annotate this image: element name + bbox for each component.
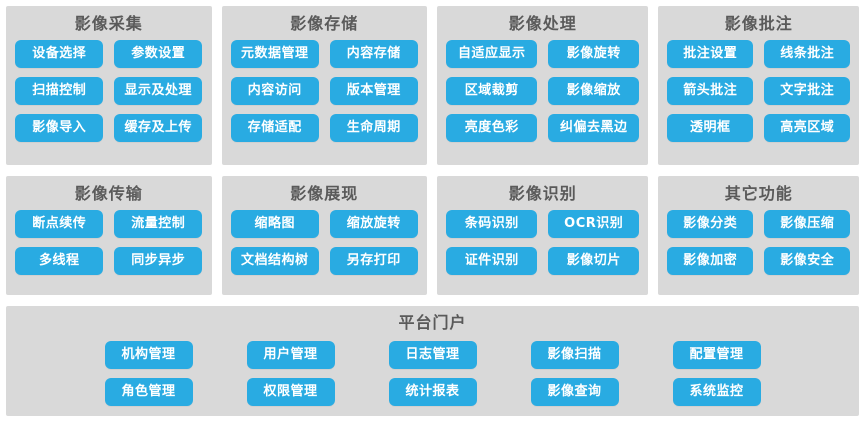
button-barcode-recognition[interactable]: 条码识别: [446, 210, 538, 238]
button-grid: 影像分类 影像压缩 影像加密 影像安全: [666, 210, 851, 275]
button-statistics-report[interactable]: 统计报表: [388, 378, 477, 406]
button-ocr-recognition[interactable]: OCR识别: [548, 210, 640, 238]
panel-image-recognition: 影像识别 条码识别 OCR识别 证件识别 影像切片: [437, 176, 649, 295]
button-thumbnail[interactable]: 缩略图: [230, 210, 319, 238]
button-resume-transfer[interactable]: 断点续传: [15, 210, 104, 238]
button-document-structure-tree[interactable]: 文档结构树: [230, 247, 319, 275]
panel-image-annotation: 影像批注 批注设置 线条批注 箭头批注 文字批注 透明框 高亮区域: [658, 6, 859, 165]
panel-title: 影像识别: [508, 184, 577, 203]
button-version-management[interactable]: 版本管理: [329, 77, 418, 105]
button-user-management[interactable]: 用户管理: [246, 341, 335, 369]
button-image-scan[interactable]: 影像扫描: [530, 341, 619, 369]
button-cache-and-upload[interactable]: 缓存及上传: [114, 114, 203, 142]
panel-title: 其它功能: [724, 184, 793, 203]
button-storage-adaptation[interactable]: 存储适配: [230, 114, 319, 142]
button-image-query[interactable]: 影像查询: [530, 378, 619, 406]
button-arrow-annotation[interactable]: 箭头批注: [667, 77, 754, 105]
panel-platform-portal: 平台门户 机构管理 角色管理 用户管理 权限管理 日志管理 统计报表 影像扫描 …: [6, 306, 859, 416]
portal-column-log: 日志管理 统计报表: [388, 341, 477, 406]
button-adaptive-display[interactable]: 自适应显示: [446, 40, 538, 68]
button-content-storage[interactable]: 内容存储: [329, 40, 418, 68]
panel-image-capture: 影像采集 设备选择 参数设置 扫描控制 显示及处理 影像导入 缓存及上传: [6, 6, 212, 165]
button-permission-management[interactable]: 权限管理: [246, 378, 335, 406]
button-grid: 条码识别 OCR识别 证件识别 影像切片: [445, 210, 640, 275]
panel-row-1: 影像采集 设备选择 参数设置 扫描控制 显示及处理 影像导入 缓存及上传 影像存…: [0, 6, 865, 165]
button-region-crop[interactable]: 区域裁剪: [446, 77, 538, 105]
portal-column-organization: 机构管理 角色管理: [104, 341, 193, 406]
button-brightness-color[interactable]: 亮度色彩: [446, 114, 538, 142]
button-organization-management[interactable]: 机构管理: [104, 341, 193, 369]
panel-title: 影像传输: [74, 184, 143, 203]
button-device-select[interactable]: 设备选择: [15, 40, 104, 68]
button-image-encryption[interactable]: 影像加密: [667, 247, 754, 275]
button-sync-async[interactable]: 同步异步: [114, 247, 203, 275]
panel-image-processing: 影像处理 自适应显示 影像旋转 区域裁剪 影像缩放 亮度色彩 纠偏去黑边: [437, 6, 649, 165]
panel-row-3: 平台门户 机构管理 角色管理 用户管理 权限管理 日志管理 统计报表 影像扫描 …: [0, 306, 865, 416]
button-grid: 自适应显示 影像旋转 区域裁剪 影像缩放 亮度色彩 纠偏去黑边: [445, 40, 640, 142]
button-lifecycle[interactable]: 生命周期: [329, 114, 418, 142]
panel-row-2: 影像传输 断点续传 流量控制 多线程 同步异步 影像展现 缩略图 缩放旋转 文档…: [0, 176, 865, 295]
panel-title: 平台门户: [398, 313, 467, 332]
button-multithreading[interactable]: 多线程: [15, 247, 104, 275]
panel-title: 影像采集: [74, 14, 143, 33]
button-image-slicing[interactable]: 影像切片: [548, 247, 640, 275]
panel-title: 影像展现: [290, 184, 359, 203]
button-grid: 元数据管理 内容存储 内容访问 版本管理 存储适配 生命周期: [230, 40, 420, 142]
button-highlight-region[interactable]: 高亮区域: [764, 114, 851, 142]
button-metadata-management[interactable]: 元数据管理: [230, 40, 319, 68]
panel-image-storage: 影像存储 元数据管理 内容存储 内容访问 版本管理 存储适配 生命周期: [221, 6, 427, 165]
button-zoom-rotate[interactable]: 缩放旋转: [329, 210, 418, 238]
portal-button-columns: 机构管理 角色管理 用户管理 权限管理 日志管理 统计报表 影像扫描 影像查询 …: [6, 341, 859, 406]
panel-title: 影像批注: [724, 14, 793, 33]
button-image-rotate[interactable]: 影像旋转: [548, 40, 640, 68]
button-line-annotation[interactable]: 线条批注: [764, 40, 851, 68]
button-grid: 缩略图 缩放旋转 文档结构树 另存打印: [230, 210, 420, 275]
button-save-as-print[interactable]: 另存打印: [329, 247, 418, 275]
button-image-zoom[interactable]: 影像缩放: [548, 77, 640, 105]
button-grid: 批注设置 线条批注 箭头批注 文字批注 透明框 高亮区域: [666, 40, 851, 142]
button-image-compression[interactable]: 影像压缩: [764, 210, 851, 238]
button-flow-control[interactable]: 流量控制: [114, 210, 203, 238]
button-role-management[interactable]: 角色管理: [104, 378, 193, 406]
button-annotation-settings[interactable]: 批注设置: [667, 40, 754, 68]
portal-column-system: 配置管理 系统监控: [672, 341, 761, 406]
button-transparent-box[interactable]: 透明框: [667, 114, 754, 142]
button-system-monitoring[interactable]: 系统监控: [672, 378, 761, 406]
panel-image-transfer: 影像传输 断点续传 流量控制 多线程 同步异步: [6, 176, 212, 295]
panel-title: 影像存储: [290, 14, 359, 33]
button-parameter-settings[interactable]: 参数设置: [114, 40, 203, 68]
portal-column-image: 影像扫描 影像查询: [530, 341, 619, 406]
button-image-classification[interactable]: 影像分类: [667, 210, 754, 238]
button-text-annotation[interactable]: 文字批注: [764, 77, 851, 105]
panel-title: 影像处理: [508, 14, 577, 33]
button-id-card-recognition[interactable]: 证件识别: [446, 247, 538, 275]
portal-column-user: 用户管理 权限管理: [246, 341, 335, 406]
button-grid: 断点续传 流量控制 多线程 同步异步: [14, 210, 204, 275]
button-display-and-process[interactable]: 显示及处理: [114, 77, 203, 105]
button-image-import[interactable]: 影像导入: [15, 114, 104, 142]
panel-image-presentation: 影像展现 缩略图 缩放旋转 文档结构树 另存打印: [221, 176, 427, 295]
panel-other-functions: 其它功能 影像分类 影像压缩 影像加密 影像安全: [658, 176, 859, 295]
button-content-access[interactable]: 内容访问: [230, 77, 319, 105]
button-scan-control[interactable]: 扫描控制: [15, 77, 104, 105]
button-grid: 设备选择 参数设置 扫描控制 显示及处理 影像导入 缓存及上传: [14, 40, 204, 142]
button-log-management[interactable]: 日志管理: [388, 341, 477, 369]
button-configuration-management[interactable]: 配置管理: [672, 341, 761, 369]
button-image-security[interactable]: 影像安全: [764, 247, 851, 275]
button-deskew-remove-black-edge[interactable]: 纠偏去黑边: [548, 114, 640, 142]
